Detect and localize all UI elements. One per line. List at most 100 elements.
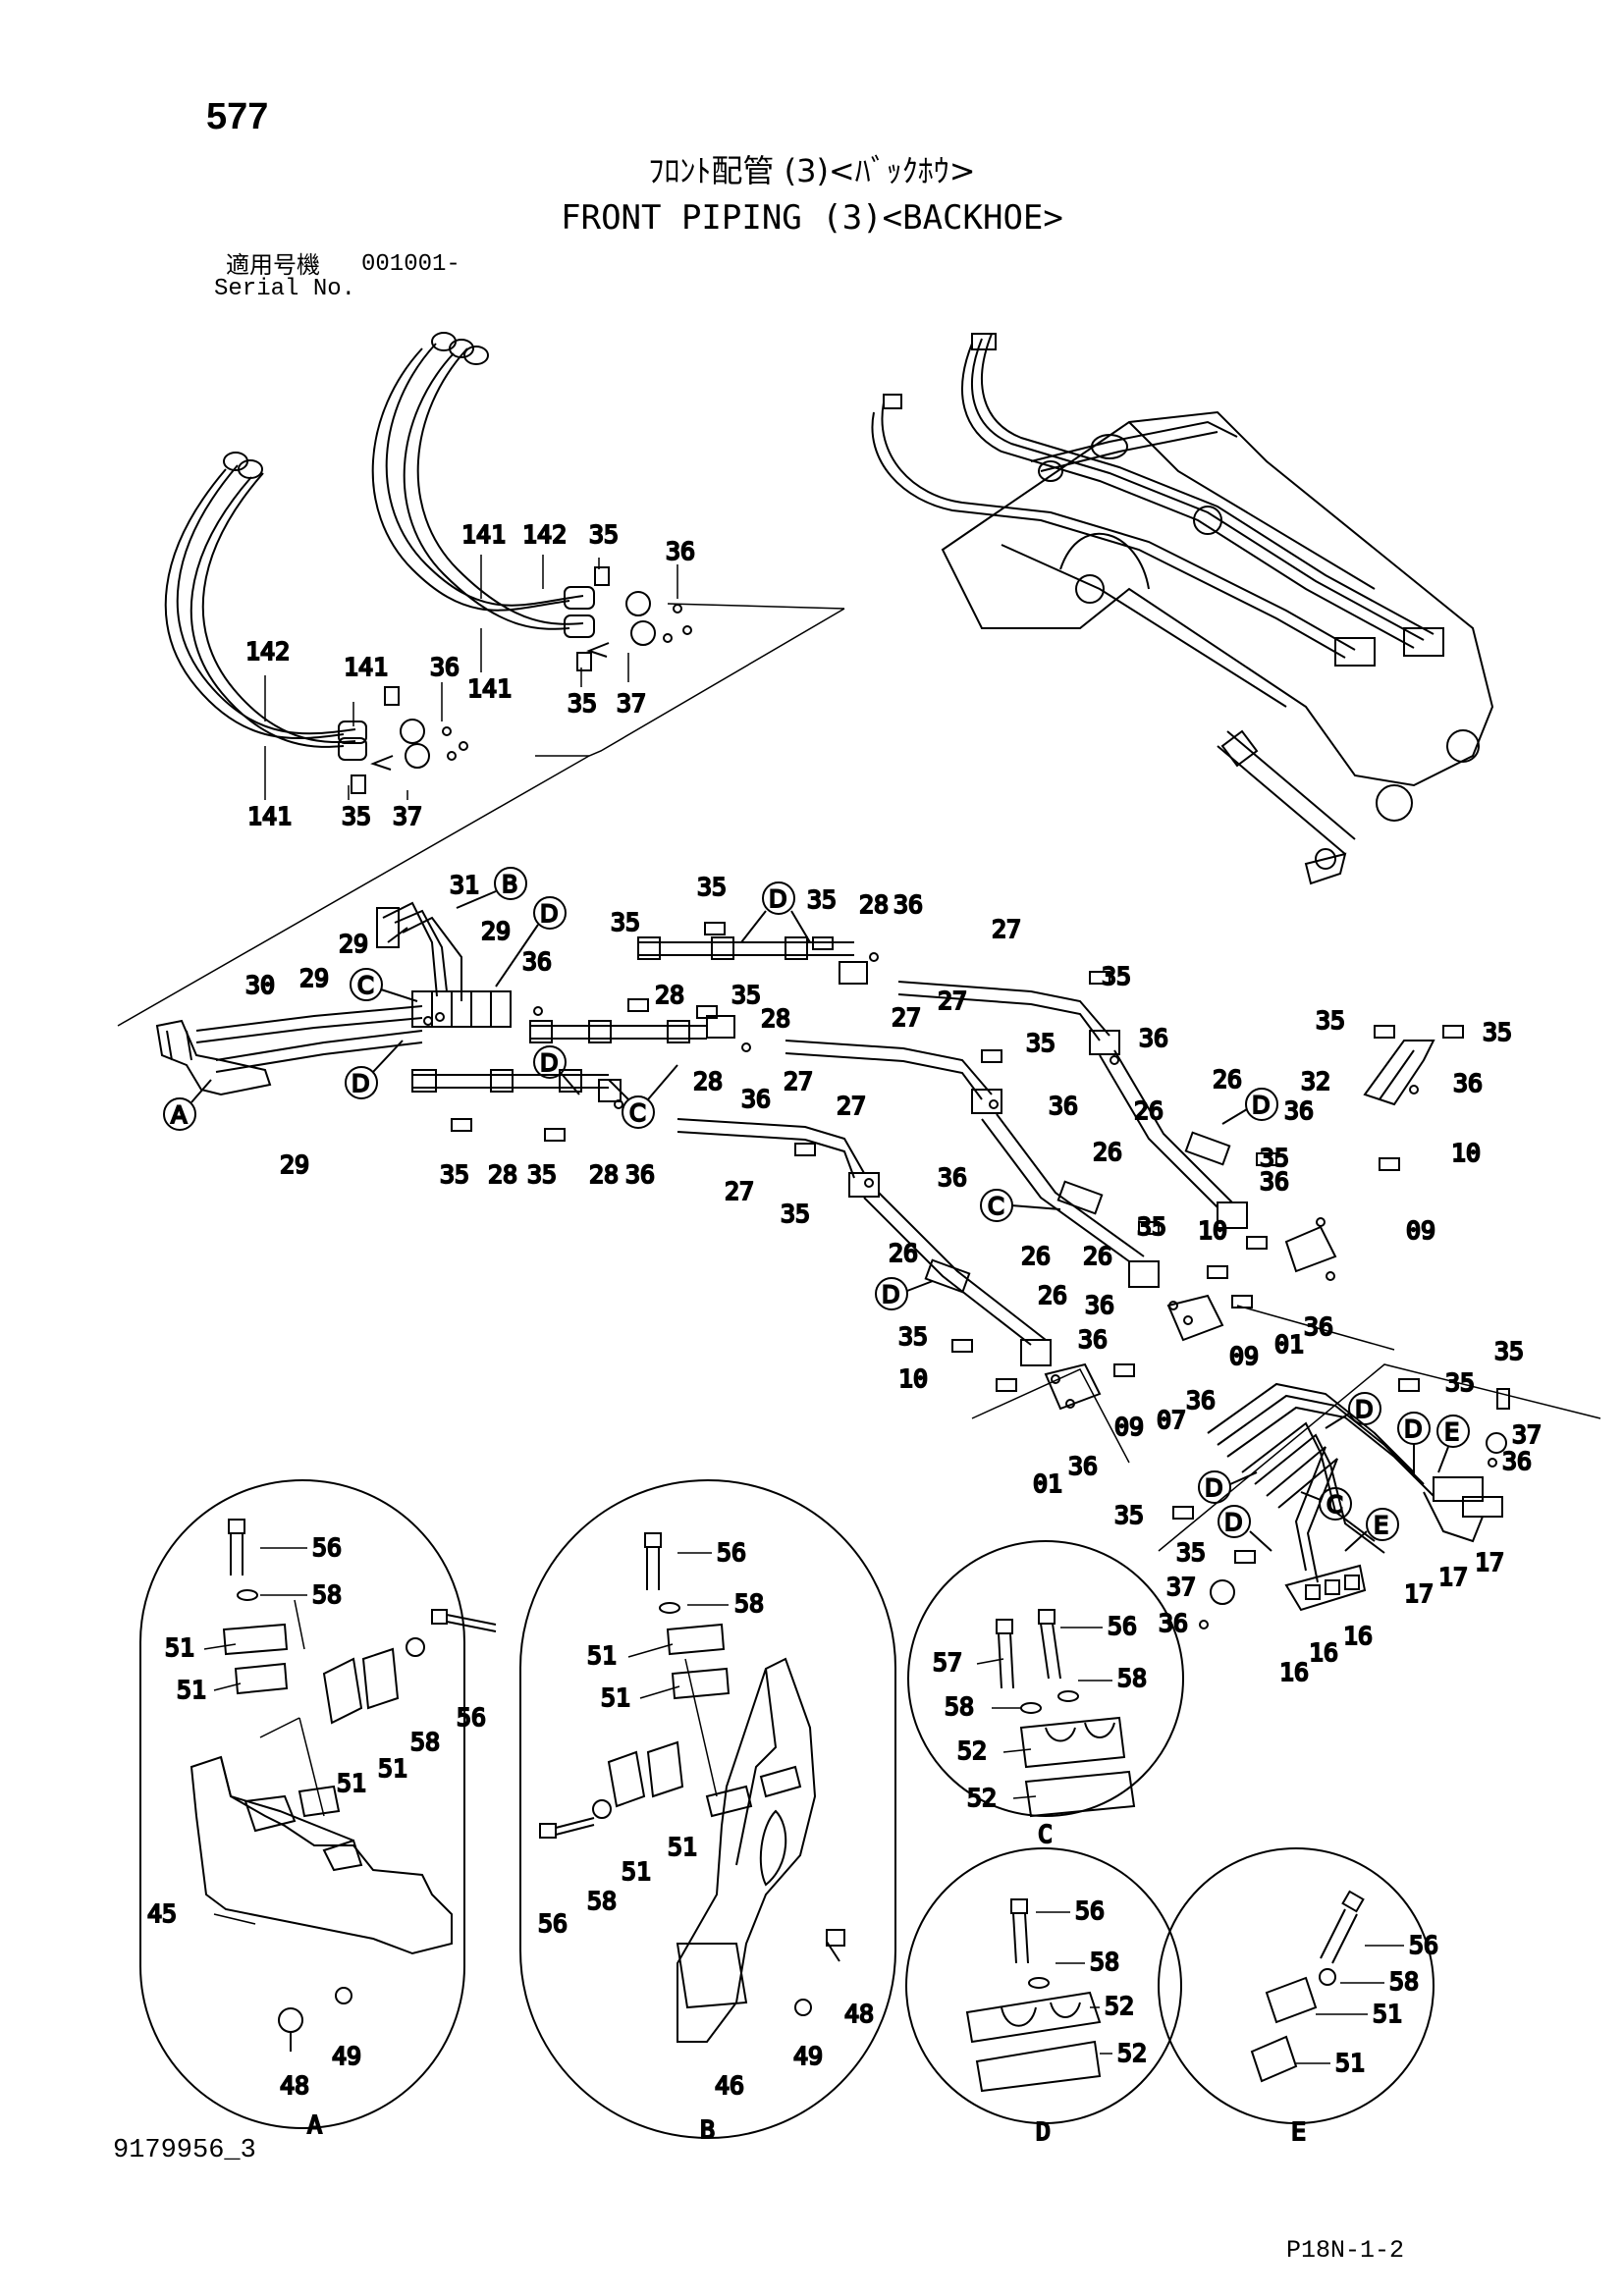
svg-text:D: D	[1205, 1474, 1222, 1502]
detail-caption-e: E	[1291, 2117, 1306, 2146]
title-japanese: ﾌﾛﾝﾄ配管 (3)<ﾊﾞｯｸﾎｳ>	[648, 152, 976, 189]
detail-view-d	[905, 1847, 1182, 2124]
detail-caption-c: C	[1038, 1820, 1053, 1848]
callout-28: 28	[761, 1004, 790, 1033]
callout-09: 09	[1229, 1342, 1259, 1370]
callout-52: 52	[1117, 2039, 1147, 2067]
callout-35: 35	[1026, 1029, 1056, 1057]
callout-30: 30	[245, 971, 275, 999]
callout-26: 26	[1021, 1242, 1051, 1270]
svg-text:E: E	[1444, 1418, 1459, 1446]
callout-36: 36	[1159, 1609, 1188, 1637]
svg-text:D: D	[1252, 1092, 1270, 1119]
callout-35: 35	[1176, 1538, 1206, 1567]
callout-36: 36	[1139, 1024, 1168, 1052]
callout-58: 58	[1389, 1967, 1419, 1996]
svg-text:D: D	[882, 1281, 899, 1308]
callout-10: 10	[898, 1364, 928, 1393]
callout-57: 57	[933, 1648, 962, 1677]
callout-36: 36	[1068, 1452, 1098, 1480]
svg-text:D: D	[769, 885, 786, 913]
callout-58: 58	[1117, 1664, 1147, 1692]
callout-36: 36	[666, 537, 695, 565]
callout-35: 35	[807, 885, 837, 914]
serial-label-japanese: 適用号機	[226, 251, 320, 279]
detail-reference-markers: A B D C D D C D D C D D D E D C E D	[163, 867, 1470, 1552]
callout-52: 52	[957, 1736, 987, 1765]
callout-17: 17	[1438, 1563, 1468, 1591]
svg-text:C: C	[629, 1099, 646, 1127]
detail-marker-d: D	[1198, 1470, 1258, 1504]
title-english: FRONT PIPING (3)<BACKHOE>	[561, 198, 1063, 238]
callout-35: 35	[611, 908, 640, 936]
callout-36: 36	[1049, 1092, 1078, 1120]
callout-35: 35	[1137, 1212, 1166, 1241]
callout-28: 28	[655, 981, 684, 1009]
callout-35: 35	[1445, 1368, 1475, 1397]
callout-26: 26	[1083, 1242, 1112, 1270]
callout-26: 26	[1093, 1138, 1122, 1166]
callout-32: 32	[1301, 1067, 1330, 1095]
svg-text:B: B	[502, 871, 517, 898]
detail-marker-c: C	[608, 1064, 678, 1129]
callout-37: 37	[1166, 1573, 1196, 1601]
callout-36: 36	[1260, 1167, 1289, 1196]
svg-text:D: D	[1404, 1415, 1422, 1443]
callout-36: 36	[522, 947, 552, 976]
callout-56: 56	[1075, 1896, 1105, 1925]
callout-26: 26	[1213, 1065, 1242, 1094]
detail-view-c	[907, 1540, 1184, 1818]
callout-26: 26	[1134, 1096, 1164, 1125]
callout-29: 29	[299, 964, 329, 992]
callout-35: 35	[1102, 962, 1131, 990]
callout-35: 35	[440, 1160, 469, 1189]
callout-45: 45	[147, 1899, 177, 1928]
view-boundary-line	[117, 608, 845, 1027]
callout-17: 17	[1475, 1548, 1504, 1576]
callout-27: 27	[837, 1092, 866, 1120]
detail-marker-e: E	[1436, 1415, 1470, 1473]
drawing-id: 9179956_3	[113, 2136, 256, 2165]
serial-number-value: 001001-	[361, 251, 460, 278]
serial-label-english: Serial No.	[214, 276, 356, 302]
svg-text:E: E	[1374, 1512, 1388, 1539]
callout-46: 46	[715, 2071, 744, 2100]
svg-text:C: C	[357, 972, 374, 999]
callout-28: 28	[589, 1160, 619, 1189]
callout-29: 29	[339, 930, 368, 958]
callout-01: 01	[1274, 1330, 1304, 1359]
callout-35: 35	[342, 802, 371, 830]
svg-text:D: D	[352, 1070, 369, 1097]
callout-37: 37	[617, 689, 646, 718]
callout-52: 52	[967, 1784, 997, 1812]
callout-29: 29	[481, 917, 511, 945]
svg-text:C: C	[988, 1193, 1004, 1220]
detail-marker-c: C	[1300, 1487, 1352, 1521]
callout-35: 35	[1494, 1337, 1524, 1365]
callout-48: 48	[844, 2000, 874, 2028]
callout-27: 27	[992, 915, 1021, 943]
callout-26: 26	[1038, 1281, 1067, 1309]
callout-36: 36	[741, 1085, 771, 1113]
callout-26: 26	[889, 1239, 918, 1267]
callout-16: 16	[1343, 1622, 1373, 1650]
callout-58: 58	[312, 1580, 342, 1609]
page-code: P18N-1-2	[1286, 2236, 1405, 2265]
callout-35: 35	[697, 873, 727, 901]
callout-141: 141	[247, 802, 292, 830]
callout-35: 35	[1260, 1144, 1289, 1172]
detail-caption-a: A	[307, 2110, 322, 2139]
detail-caption-d: D	[1036, 2117, 1051, 2146]
detail-marker-d: D	[1325, 1392, 1381, 1429]
callout-142: 142	[245, 637, 290, 666]
detail-marker-e: E	[1344, 1508, 1399, 1552]
svg-text:D: D	[1355, 1396, 1373, 1423]
detail-marker-c: C	[350, 968, 418, 1002]
callout-31: 31	[450, 871, 479, 899]
callout-35: 35	[731, 981, 761, 1009]
callout-35: 35	[781, 1200, 810, 1228]
callout-56: 56	[457, 1703, 486, 1732]
callout-58: 58	[734, 1589, 764, 1618]
detail-region-boundary	[971, 1368, 1130, 1464]
